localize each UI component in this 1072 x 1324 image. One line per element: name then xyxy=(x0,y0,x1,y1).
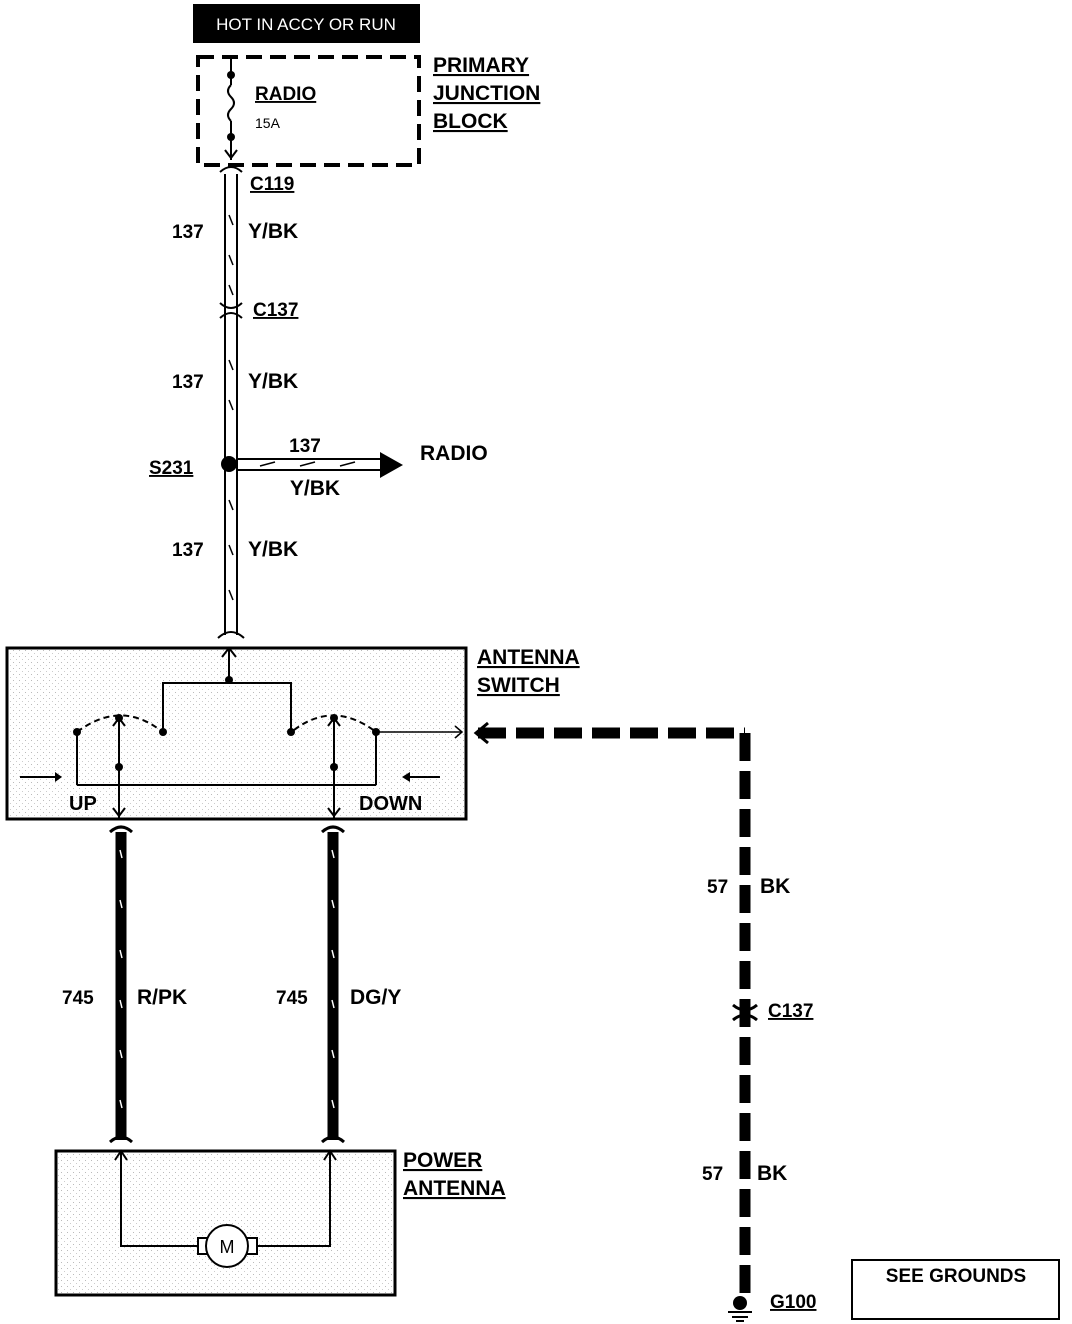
switch-down-label: DOWN xyxy=(359,793,422,815)
antenna-switch xyxy=(5,646,468,821)
fuse-rating: 15A xyxy=(255,115,281,131)
arrow-left-icon xyxy=(402,772,410,782)
ground-wire2-circuit: 57 xyxy=(702,1164,723,1185)
arrow-right-icon xyxy=(380,452,403,478)
down-wire-745 xyxy=(320,825,346,1144)
motor-icon xyxy=(205,1224,249,1268)
up-wire-color: R/PK xyxy=(137,986,187,1009)
power-antenna: M xyxy=(54,1149,397,1297)
splice-s231 xyxy=(221,452,403,478)
switch-up-label: UP xyxy=(69,793,97,815)
motor-label: M xyxy=(220,1237,235,1257)
ground-wire1-color: BK xyxy=(760,875,790,898)
antenna-switch-title-2: SWITCH xyxy=(477,674,560,697)
wire2-color: Y/BK xyxy=(248,370,298,393)
radio-branch-circuit: 137 xyxy=(289,436,321,457)
junction-block-title-3: BLOCK xyxy=(433,110,508,133)
ground-icon xyxy=(728,1296,752,1322)
wire1-circuit: 137 xyxy=(172,222,204,243)
power-antenna-title-1: POWER xyxy=(403,1149,482,1172)
see-grounds-label: SEE GROUNDS xyxy=(886,1266,1026,1287)
fuse-icon xyxy=(227,84,235,122)
wire2-circuit: 137 xyxy=(172,372,204,393)
feed-wire-137 xyxy=(217,166,245,639)
wire1-color: Y/BK xyxy=(248,220,298,243)
connector-c137-ground: C137 xyxy=(768,1001,813,1022)
down-wire-color: DG/Y xyxy=(350,986,401,1009)
power-source-header: HOT IN ACCY OR RUN xyxy=(193,4,420,43)
ground-wire2-color: BK xyxy=(757,1162,787,1185)
antenna-switch-title-1: ANTENNA xyxy=(477,646,580,669)
connector-c137-top: C137 xyxy=(253,300,298,321)
see-grounds-box: SEE GROUNDS xyxy=(851,1259,1060,1320)
ground-wire1-circuit: 57 xyxy=(707,877,728,898)
power-antenna-title-2: ANTENNA xyxy=(403,1177,506,1200)
ground-wire-57 xyxy=(473,721,758,1300)
up-wire-745 xyxy=(108,825,134,1144)
radio-branch-color: Y/BK xyxy=(290,477,340,500)
wire3-circuit: 137 xyxy=(172,540,204,561)
fuse-name: RADIO xyxy=(255,84,316,105)
splice-label: S231 xyxy=(149,458,194,479)
ground-label: G100 xyxy=(770,1292,816,1313)
wire3-color: Y/BK xyxy=(248,538,298,561)
junction-block-title-2: JUNCTION xyxy=(433,82,540,105)
radio-destination: RADIO xyxy=(420,442,488,465)
power-source-label: HOT IN ACCY OR RUN xyxy=(216,15,396,34)
up-wire-circuit: 745 xyxy=(62,988,94,1009)
primary-junction-block: RADIO 15A PRIMARY JUNCTION BLOCK xyxy=(196,54,540,167)
connector-c119: C119 xyxy=(250,174,294,195)
junction-block-title-1: PRIMARY xyxy=(433,54,529,77)
arrow-right-icon xyxy=(55,772,62,782)
down-wire-circuit: 745 xyxy=(276,988,308,1009)
